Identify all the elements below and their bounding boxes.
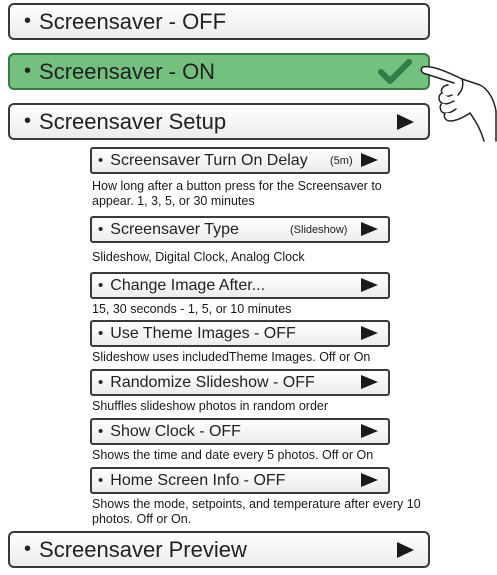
play-arrow-icon (361, 222, 378, 236)
play-arrow-icon (361, 375, 378, 389)
screensaver-off-label: Screensaver - OFF (39, 8, 227, 34)
home-screen-info-description: Shows the mode, setpoints, and temperatu… (92, 497, 421, 526)
show-clock-label: Show Clock - OFF (110, 422, 241, 440)
bullet: • (98, 277, 104, 294)
turn-on-delay-value: (5m) (330, 155, 353, 167)
play-arrow-icon (397, 542, 414, 558)
change-image-after-label: Change Image After... (110, 276, 266, 294)
play-arrow-icon (397, 114, 414, 130)
play-arrow-icon (361, 278, 378, 292)
screensaver-on-label: Screensaver - ON (39, 58, 216, 84)
screensaver-setup-label: Screensaver Setup (39, 108, 227, 134)
show-clock-button[interactable]: • Show Clock - OFF (90, 418, 390, 445)
screensaver-type-button[interactable]: • Screensaver Type (Slideshow) (90, 216, 390, 243)
screensaver-setup-button[interactable]: • Screensaver Setup (8, 103, 430, 140)
hand-pointer-icon (420, 65, 497, 142)
randomize-slideshow-label: Randomize Slideshow - OFF (110, 373, 315, 391)
screensaver-on-button[interactable]: • Screensaver - ON (8, 53, 430, 90)
screensaver-preview-label: Screensaver Preview (39, 536, 247, 562)
change-image-after-description: 15, 30 seconds - 1, 5, or 10 minutes (92, 302, 292, 316)
home-screen-info-label: Home Screen Info - OFF (110, 471, 286, 489)
screensaver-preview-button[interactable]: • Screensaver Preview (8, 531, 430, 568)
play-arrow-icon (361, 153, 378, 167)
use-theme-images-label: Use Theme Images - OFF (110, 324, 296, 342)
screensaver-off-button[interactable]: • Screensaver - OFF (8, 3, 430, 40)
bullet: • (98, 374, 104, 391)
bullet: • (24, 538, 32, 560)
home-screen-info-button[interactable]: • Home Screen Info - OFF (90, 467, 390, 494)
bullet: • (98, 152, 104, 169)
bullet: • (98, 472, 104, 489)
checkmark-icon (378, 59, 412, 84)
use-theme-images-description: Slideshow uses includedTheme Images. Off… (92, 350, 371, 364)
show-clock-description: Shows the time and date every 5 photos. … (92, 448, 374, 462)
bullet: • (98, 221, 104, 238)
bullet: • (98, 325, 104, 342)
randomize-slideshow-button[interactable]: • Randomize Slideshow - OFF (90, 369, 390, 396)
bullet: • (24, 60, 32, 82)
bullet: • (24, 10, 32, 32)
play-arrow-icon (361, 424, 378, 438)
use-theme-images-button[interactable]: • Use Theme Images - OFF (90, 320, 390, 347)
bullet: • (24, 110, 32, 132)
randomize-slideshow-description: Shuffles slideshow photos in random orde… (92, 399, 329, 413)
screensaver-type-value: (Slideshow) (290, 224, 348, 236)
change-image-after-button[interactable]: • Change Image After... (90, 272, 390, 299)
bullet: • (98, 423, 104, 440)
screensaver-type-label: Screensaver Type (110, 220, 239, 238)
turn-on-delay-button[interactable]: • Screensaver Turn On Delay (5m) (90, 147, 390, 174)
turn-on-delay-description: How long after a button press for the Sc… (92, 179, 382, 208)
screensaver-type-description: Slideshow, Digital Clock, Analog Clock (92, 250, 305, 264)
turn-on-delay-label: Screensaver Turn On Delay (110, 151, 308, 169)
play-arrow-icon (361, 326, 378, 340)
play-arrow-icon (361, 473, 378, 487)
